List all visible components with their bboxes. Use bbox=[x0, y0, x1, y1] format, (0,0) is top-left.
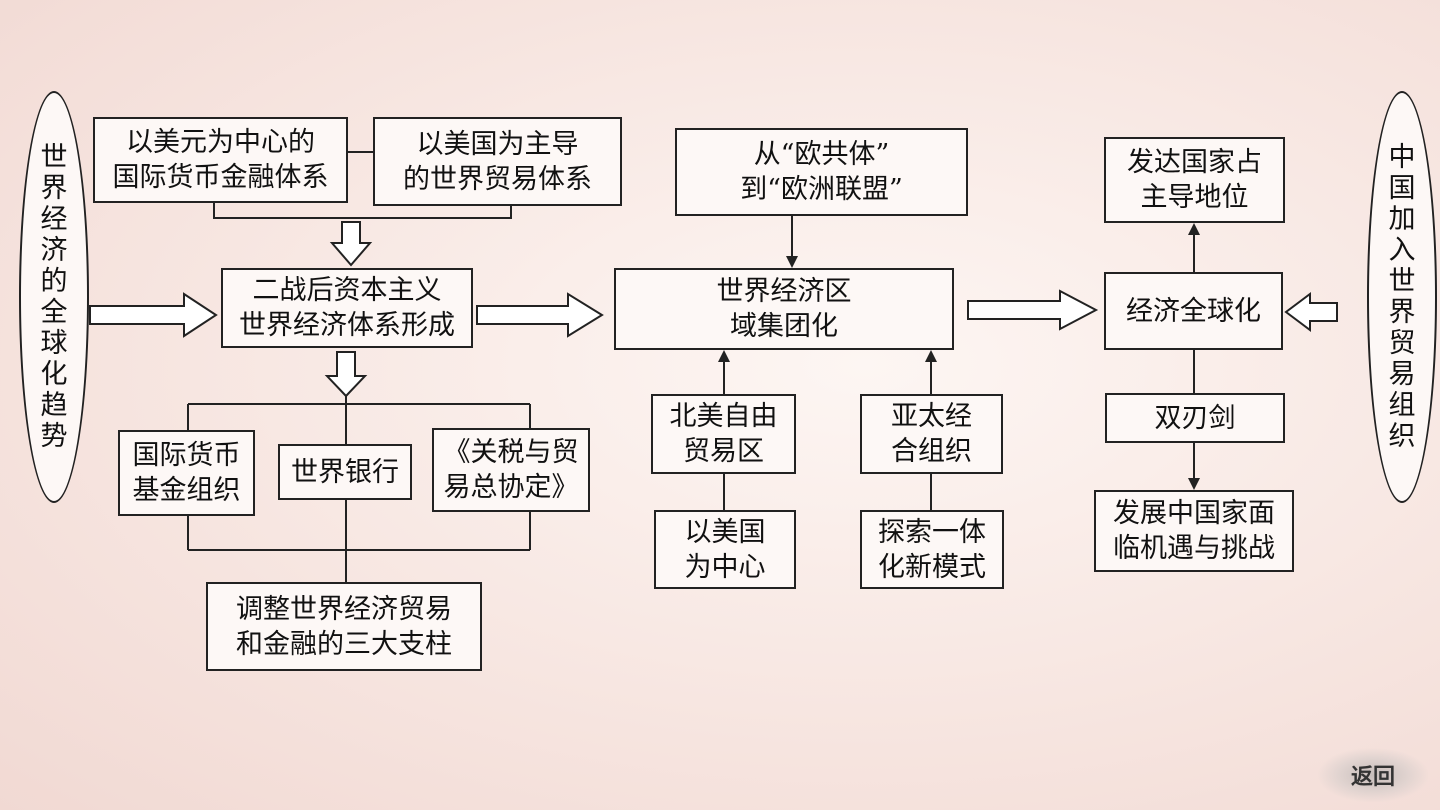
box-economic-globalization: 经济全球化 bbox=[1104, 272, 1283, 350]
arrowhead bbox=[1188, 478, 1200, 490]
box-developing-countries-opportunity: 发展中国家面 临机遇与挑战 bbox=[1094, 490, 1294, 572]
box-imf: 国际货币 基金组织 bbox=[118, 430, 255, 516]
box-postwar-capitalist-system: 二战后资本主义 世界经济体系形成 bbox=[221, 268, 473, 348]
oval-left-label: 世界经济的全球化趋势 bbox=[40, 142, 68, 452]
box-developed-countries-dominant: 发达国家占 主导地位 bbox=[1104, 137, 1285, 223]
arrowhead bbox=[718, 350, 730, 362]
box-ec-to-eu: 从“欧共体” 到“欧洲联盟” bbox=[675, 128, 968, 216]
arrowhead bbox=[786, 256, 798, 268]
box-us-center: 以美国 为中心 bbox=[654, 510, 796, 589]
box-world-bank: 世界银行 bbox=[278, 444, 412, 500]
arrowhead bbox=[925, 350, 937, 362]
box-three-pillars: 调整世界经济贸易 和金融的三大支柱 bbox=[206, 582, 482, 671]
box-us-led-trade-system: 以美国为主导 的世界贸易体系 bbox=[373, 117, 622, 206]
arrowhead bbox=[1188, 223, 1200, 235]
box-explore-model: 探索一体 化新模式 bbox=[860, 510, 1004, 589]
hollow-arrow-down-to-system bbox=[329, 221, 373, 267]
box-apec: 亚太经 合组织 bbox=[860, 394, 1003, 474]
return-button[interactable]: 返回 bbox=[1318, 748, 1428, 802]
hollow-arrow-left-oval-to-system bbox=[89, 292, 218, 338]
hollow-arrow-wto-to-globalization bbox=[1284, 292, 1338, 332]
oval-china-join-wto: 中国加入世界贸易组织 bbox=[1367, 91, 1437, 503]
oval-world-economy-globalization-trend: 世界经济的全球化趋势 bbox=[19, 91, 89, 503]
box-gatt: 《关税与贸 易总协定》 bbox=[432, 428, 590, 512]
box-double-edged-sword: 双刃剑 bbox=[1105, 393, 1285, 443]
hollow-arrow-system-to-region bbox=[476, 292, 604, 338]
connector-line bbox=[213, 203, 512, 219]
box-nafta: 北美自由 贸易区 bbox=[651, 394, 796, 474]
box-dollar-center-system: 以美元为中心的 国际货币金融体系 bbox=[93, 117, 348, 203]
hollow-arrow-region-to-globalization bbox=[967, 289, 1099, 331]
oval-right-label: 中国加入世界贸易组织 bbox=[1388, 142, 1416, 452]
hollow-arrow-down-to-organizations bbox=[324, 351, 368, 398]
box-regional-blocs: 世界经济区 域集团化 bbox=[614, 268, 954, 350]
